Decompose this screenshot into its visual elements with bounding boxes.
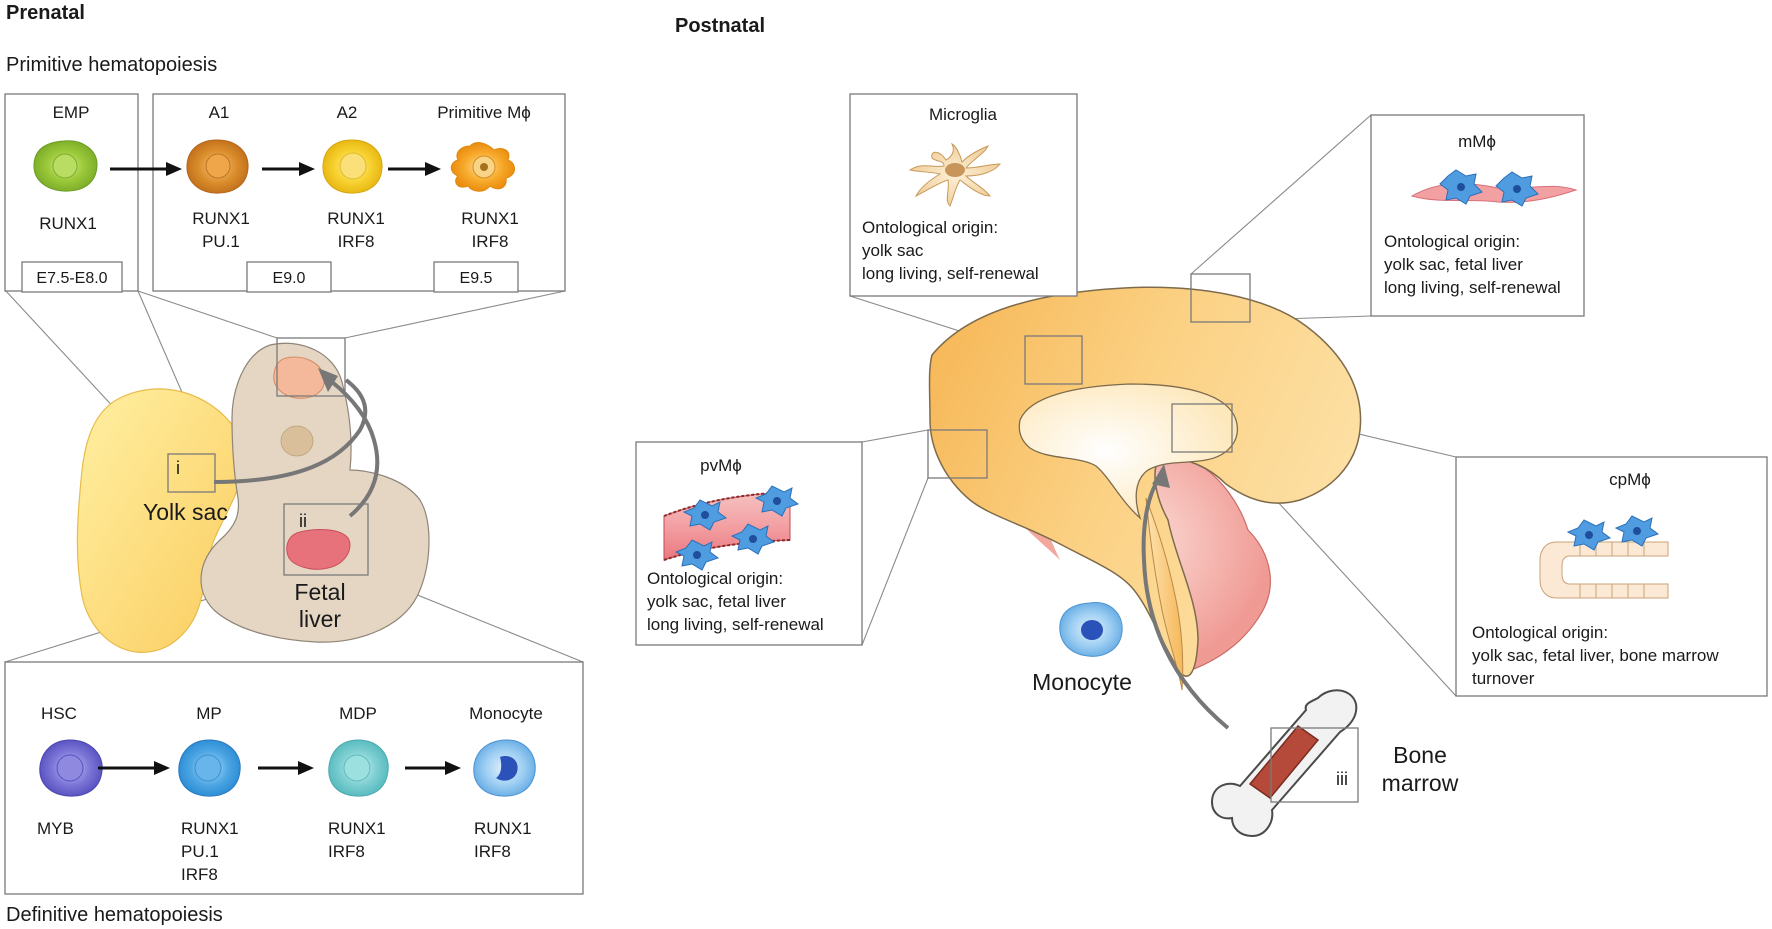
choroid-plexus-region-box xyxy=(1171,403,1233,453)
microglia-region-box xyxy=(1024,335,1083,385)
a2-name: A2 xyxy=(337,103,358,122)
monocyte-cell-icon xyxy=(473,739,536,797)
a1-name: A1 xyxy=(209,103,230,122)
mp-cell-icon xyxy=(178,739,241,797)
perivascular-region-box xyxy=(927,429,988,479)
mp-marker-1: RUNX1 xyxy=(181,819,239,838)
a2-marker-1: RUNX1 xyxy=(327,209,385,228)
microglia-origin-lifespan: long living, self-renewal xyxy=(862,264,1039,283)
primitive-macrophage-marker-2: IRF8 xyxy=(472,232,509,251)
fetal-liver-label-line-1: Fetal xyxy=(294,579,345,605)
region-iii-box xyxy=(1270,727,1359,803)
a1-marker-1: RUNX1 xyxy=(192,209,250,228)
bone-marrow-label-line-2: marrow xyxy=(1382,770,1459,796)
primitive-macrophage-name: Primitive Mϕ xyxy=(437,103,531,122)
embryo-illustration xyxy=(76,342,430,653)
e9-5-stage: E9.5 xyxy=(460,270,493,287)
microglia-box xyxy=(849,93,1078,297)
perivascular-macrophage-origin-heading: Ontological origin: xyxy=(647,569,783,588)
emp-stage: E7.5-E8.0 xyxy=(36,270,107,287)
mp-marker-2: PU.1 xyxy=(181,842,219,861)
primitive-region-box xyxy=(276,337,346,397)
emp-name: EMP xyxy=(53,103,90,122)
mdp-cell-icon xyxy=(328,739,389,797)
meningeal-macrophage-cell-icon xyxy=(1410,169,1578,207)
meningeal-macrophage-box xyxy=(1370,114,1585,317)
brain-illustration xyxy=(928,286,1362,691)
microglia-cell-icon xyxy=(908,142,1002,207)
e9-0-stage-box xyxy=(246,261,332,293)
microglia-name: Microglia xyxy=(929,105,998,124)
monocyte-marker-2: IRF8 xyxy=(474,842,511,861)
choroid-plexus-macrophage-name: cpMϕ xyxy=(1609,470,1651,489)
choroid-plexus-macrophage-origin-lifespan: turnover xyxy=(1472,669,1535,688)
e9-5-stage-box xyxy=(433,261,519,293)
a2-marker-2: IRF8 xyxy=(338,232,375,251)
meningeal-macrophage-origin-source: yolk sac, fetal liver xyxy=(1384,255,1523,274)
primitive-macrophage-marker-1: RUNX1 xyxy=(461,209,519,228)
hsc-name: HSC xyxy=(41,704,77,723)
perivascular-macrophage-cell-icon xyxy=(663,485,800,571)
primitive-macrophage-cell-icon xyxy=(450,142,515,192)
definitive-hematopoiesis-label: Definitive hematopoiesis xyxy=(6,904,223,926)
monocyte-name: Monocyte xyxy=(469,704,543,723)
microglia-origin-source: yolk sac xyxy=(862,241,924,260)
mdp-marker-1: RUNX1 xyxy=(328,819,386,838)
meningeal-macrophage-name: mMϕ xyxy=(1458,132,1496,151)
perivascular-macrophage-origin-source: yolk sac, fetal liver xyxy=(647,592,786,611)
hsc-cell-icon xyxy=(39,739,103,797)
circulating-monocyte-icon xyxy=(1059,602,1123,657)
embryo-migration-arrows xyxy=(213,368,380,518)
postnatal-title: Postnatal xyxy=(675,15,765,37)
monocyte-label: Monocyte xyxy=(1032,669,1132,695)
emp-stage-box xyxy=(21,261,123,293)
a1-marker-2: PU.1 xyxy=(202,232,240,251)
meningeal-region-box xyxy=(1190,273,1251,323)
monocyte-marker-1: RUNX1 xyxy=(474,819,532,838)
choroid-plexus-macrophage-origin-heading: Ontological origin: xyxy=(1472,623,1608,642)
e9-0-stage: E9.0 xyxy=(273,270,306,287)
emp-cell-icon xyxy=(33,140,98,192)
mdp-marker-2: IRF8 xyxy=(328,842,365,861)
a1-cell-icon xyxy=(186,139,249,194)
fetal-liver-label-line-2: liver xyxy=(299,606,342,632)
perivascular-macrophage-name: pvMϕ xyxy=(700,456,742,475)
mp-marker-3: IRF8 xyxy=(181,865,218,884)
hsc-marker: MYB xyxy=(37,819,74,838)
choroid-plexus-macrophage-origin-source: yolk sac, fetal liver, bone marrow xyxy=(1472,646,1719,665)
primitive-arrows xyxy=(110,162,441,176)
choroid-plexus-macrophage-box xyxy=(1455,456,1768,697)
region-iii-label: iii xyxy=(1336,769,1348,789)
mdp-name: MDP xyxy=(339,704,377,723)
a2-cell-icon xyxy=(322,139,383,194)
microglia-origin-heading: Ontological origin: xyxy=(862,218,998,237)
meningeal-macrophage-origin-heading: Ontological origin: xyxy=(1384,232,1520,251)
definitive-arrows xyxy=(98,761,461,775)
region-ii-label: ii xyxy=(299,511,307,531)
region-ii-box xyxy=(283,503,369,576)
meningeal-macrophage-origin-lifespan: long living, self-renewal xyxy=(1384,278,1561,297)
choroid-plexus-macrophage-cell-icon xyxy=(1539,515,1669,599)
bone-marrow-label-line-1: Bone xyxy=(1393,742,1447,768)
bone-icon xyxy=(1210,689,1358,838)
yolk-sac-label: Yolk sac xyxy=(143,499,228,525)
prenatal-title: Prenatal xyxy=(6,2,85,24)
emp-marker: RUNX1 xyxy=(39,214,97,233)
mp-name: MP xyxy=(196,704,222,723)
region-i-box xyxy=(167,453,216,493)
monocyte-migration-arrow xyxy=(1141,464,1230,730)
perivascular-macrophage-origin-lifespan: long living, self-renewal xyxy=(647,615,824,634)
region-i-label: i xyxy=(176,458,180,478)
primitive-hematopoiesis-label: Primitive hematopoiesis xyxy=(6,54,217,76)
